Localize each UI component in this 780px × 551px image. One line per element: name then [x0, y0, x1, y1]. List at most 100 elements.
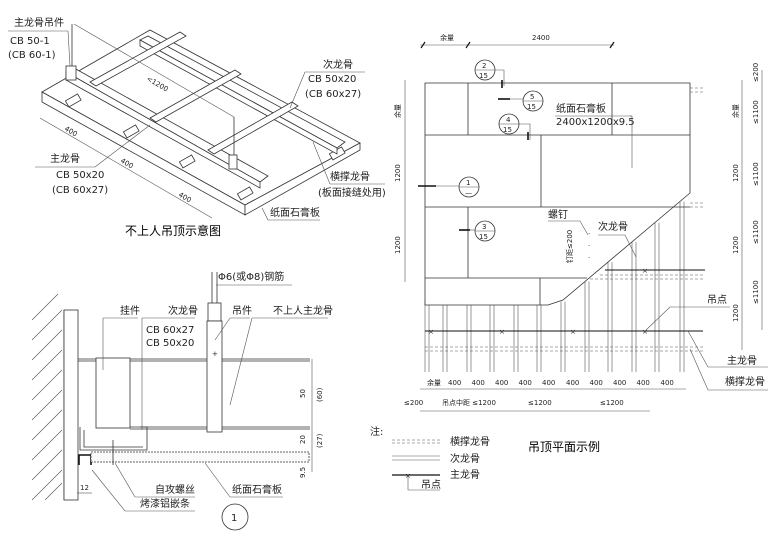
dim-400: 400	[63, 125, 79, 139]
left-dim: 余量	[393, 104, 402, 118]
hang-point-mark: ×	[570, 328, 576, 336]
legend-main-joist: 主龙骨	[450, 468, 480, 481]
label-board: 纸面石膏板	[270, 206, 320, 219]
bottom-dim: 400	[590, 379, 603, 387]
callout-number: 4	[506, 116, 511, 124]
label-main-runner: 主龙骨	[50, 152, 80, 165]
hanger-spec: CB 50-1	[10, 36, 50, 47]
main-spec-alt: (CB 60x27)	[52, 185, 108, 196]
label-cross-runner: 横撑龙骨	[330, 170, 370, 183]
dim-27: (27)	[316, 433, 324, 448]
hanger-2	[228, 154, 238, 170]
hook-piece	[95, 357, 131, 429]
label-screw-plan: 螺钉	[548, 209, 568, 221]
hanger-spec-alt: (CB 60-1)	[8, 50, 56, 61]
dim-20: 20	[299, 435, 307, 444]
callout-sheet: —	[465, 189, 472, 197]
screw-dot: ·	[588, 242, 590, 250]
bottom-dim2: ≤1200	[528, 399, 552, 407]
section-secondary-spec-alt: CB 50x20	[146, 338, 194, 349]
legend: 注: 横撑龙骨 次龙骨 × 主龙骨 吊点	[370, 425, 490, 491]
section-board	[90, 451, 310, 463]
aluminum-trim	[78, 454, 92, 465]
dim-60: (60)	[316, 387, 324, 402]
label-plan-main: 主龙骨	[727, 354, 757, 367]
right-dim-inner: ≤1100	[752, 162, 760, 186]
plan-title: 吊顶平面示例	[528, 440, 600, 454]
secondary-channels	[64, 93, 346, 201]
bottom-dim2: ≤1200	[600, 399, 624, 407]
label-section-secondary: 次龙骨	[168, 304, 198, 317]
label-plan-secondary: 次龙骨	[598, 220, 628, 233]
section-secondary-spec: CB 60x27	[146, 325, 194, 336]
bottom-dim: 400	[566, 379, 579, 387]
cross-runner-note: (板面接缝处用)	[318, 186, 386, 199]
isometric-title: 不上人吊顶示意图	[125, 223, 221, 238]
callout-number: 1	[466, 179, 470, 187]
label-section-hanger: 吊件	[232, 305, 252, 317]
callout-sheet: 15	[503, 126, 512, 134]
secondary-spec: CB 50x20	[308, 74, 356, 85]
wall-hatch	[31, 293, 63, 501]
screw-dot: ·	[588, 254, 590, 262]
bottom-dim: 400	[519, 379, 532, 387]
bottom-dim: 400	[448, 379, 461, 387]
right-dim-inner: ≤1100	[752, 100, 760, 124]
plan-board	[424, 82, 691, 306]
detail-marker	[221, 503, 249, 531]
legend-cross-joist: 横撑龙骨	[450, 435, 490, 448]
callouts: 2 15 5 15 4 15 1 — 3 15	[418, 59, 544, 242]
secondary-spec-alt: (CB 60x27)	[305, 89, 361, 100]
detail-number: 1	[231, 513, 237, 524]
hang-point-mark: ×	[642, 267, 648, 275]
label-hang-point: 吊点	[707, 294, 727, 306]
label-screw: 自攻螺丝	[155, 483, 195, 496]
label-secondary-runner: 次龙骨	[323, 58, 353, 71]
board-spec: 2400x1200x9.5	[556, 117, 635, 128]
callout-number: 2	[482, 62, 486, 70]
callout-sheet: 15	[479, 72, 488, 80]
hanger-bolt: +	[212, 350, 218, 358]
callout-number: 5	[530, 93, 534, 101]
label-rod: Φ6(或Φ8)钢筋	[218, 270, 284, 283]
hang-points: × × × ×	[428, 328, 648, 336]
screw-dot: ·	[588, 230, 590, 238]
hanger-1	[65, 65, 77, 81]
label-plan-cross: 横撑龙骨	[725, 375, 765, 388]
wall-lining	[63, 309, 79, 501]
left-dim: 1200	[394, 164, 402, 182]
legend-hang-point: 吊点	[421, 479, 441, 491]
label-hanger: 主龙骨吊件	[14, 16, 64, 29]
bottom-dim: 400	[542, 379, 555, 387]
bottom-dim: 400	[637, 379, 650, 387]
label-trim: 烤漆铝嵌条	[140, 497, 190, 510]
right-dim-inner: ≤200	[752, 63, 760, 82]
callout-sheet: 15	[527, 103, 536, 111]
dim-50: 50	[299, 389, 307, 398]
label-section-main: 不上人主龙骨	[273, 304, 333, 317]
right-dim: 1200	[732, 304, 740, 322]
dim-12: 12	[80, 484, 89, 492]
right-dim: 1200	[732, 236, 740, 254]
bottom-dim: 余量	[427, 378, 441, 387]
label-hook: 挂件	[120, 304, 140, 317]
hang-point-mark: ×	[642, 328, 648, 336]
callout-sheet: 15	[479, 233, 488, 241]
bottom-dim: 400	[613, 379, 626, 387]
bottom-dim: 400	[661, 379, 674, 387]
hang-point-mark: ×	[499, 328, 505, 336]
hang-point-mark: ×	[428, 328, 434, 336]
secondary-joists	[424, 201, 685, 372]
top-dim: 余量	[440, 33, 454, 42]
top-dim: 2400	[532, 34, 550, 42]
plan-view: × × × × × 2 15 5 15 4 15 1 — 3 15 纸面石膏板 …	[393, 33, 768, 454]
screw-spacing: 钉距≤200	[565, 230, 574, 263]
legend-secondary-joist: 次龙骨	[450, 452, 480, 465]
legend-note: 注:	[370, 425, 383, 438]
left-dim: 1200	[394, 236, 402, 254]
bottom-dim: 400	[472, 379, 485, 387]
label-plan-board: 纸面石膏板	[556, 102, 606, 115]
right-dim-inner: ≤1100	[752, 220, 760, 244]
